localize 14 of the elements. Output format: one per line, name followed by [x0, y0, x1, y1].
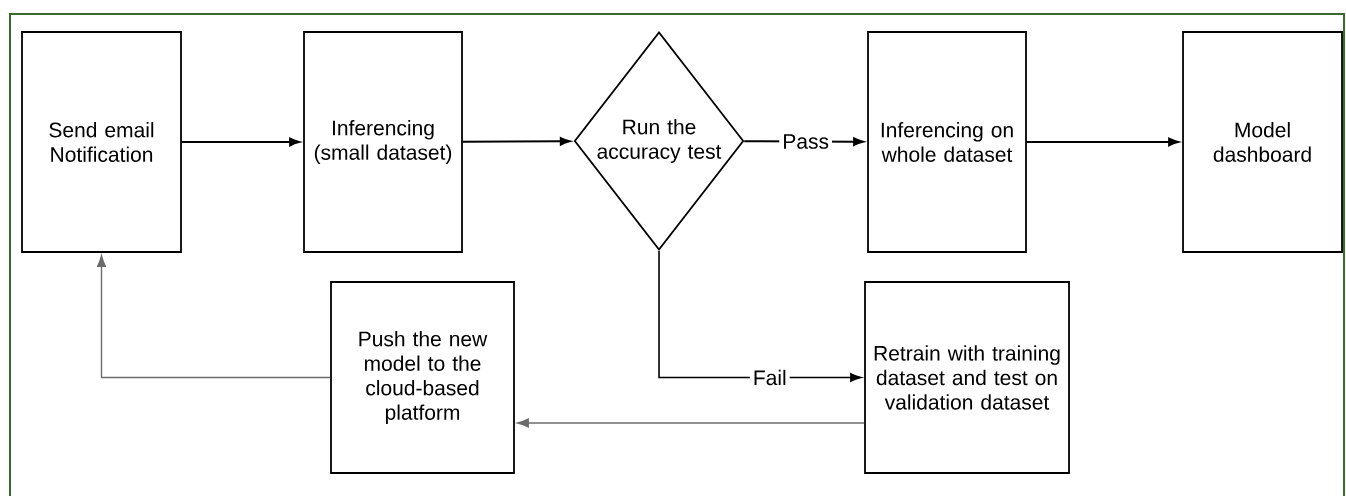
process-box: Send email Notification [21, 31, 182, 253]
arrow [461, 137, 571, 146]
arrow [658, 250, 862, 382]
process-box: Retrain with training dataset and test on validation dataset [864, 281, 1070, 474]
process-box: Model dashboard [1182, 31, 1343, 253]
process-box: Inferencing (small dataset) [303, 31, 463, 253]
arrow [180, 137, 300, 147]
edge-label: Fail [749, 366, 790, 389]
arrow [97, 255, 331, 379]
process-box: Inferencing on whole dataset [867, 31, 1027, 253]
edge-label: Pass [779, 131, 832, 152]
arrow [517, 418, 865, 428]
arrow [1025, 137, 1179, 147]
process-box: Push the new model to the cloud-based platform [330, 281, 515, 474]
